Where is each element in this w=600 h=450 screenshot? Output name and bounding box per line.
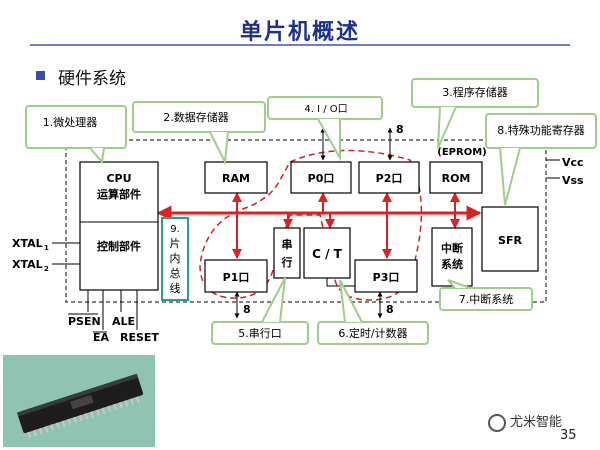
p3-bus-width: 8 — [386, 303, 394, 316]
xtal2-pin: XTAL — [12, 258, 43, 271]
callout-sfr: 8.特殊功能寄存器 — [485, 113, 597, 206]
xtal2-sub: 2 — [44, 265, 49, 273]
callout-8-text: 8.特殊功能寄存器 — [497, 123, 585, 137]
callout-7-text: 7.中断系统 — [459, 292, 514, 306]
cpu-block — [79, 161, 159, 291]
bus-char-1: 片 — [170, 237, 181, 250]
p0-label: P0口 — [308, 172, 335, 185]
interrupt-block — [431, 227, 473, 287]
p2-label: P2口 — [376, 172, 403, 185]
rom-block — [429, 161, 483, 194]
callout-5-text: 5.串行口 — [238, 327, 282, 340]
page-number: 35 — [560, 428, 577, 443]
callout-io: 4. I / O口 — [267, 96, 383, 162]
callout-1-text: 1.微处理器 — [43, 115, 98, 129]
bus-char-3: 总 — [170, 266, 181, 280]
p1-bus-width: 8 — [243, 303, 251, 316]
p2-block — [358, 161, 420, 194]
callout-rom: 3.程序存储器 — [411, 78, 539, 149]
callout-interrupt: 7.中断系统 — [439, 279, 533, 311]
p1-block — [204, 259, 268, 293]
bus-char-4: 线 — [170, 281, 181, 295]
timer-block — [303, 227, 351, 279]
cpu-label: CPU — [106, 172, 131, 185]
callout-9-number: 9. — [170, 224, 180, 235]
xtal1-sub: 1 — [44, 244, 49, 252]
serial-block — [273, 227, 301, 279]
rom-label: ROM — [442, 172, 471, 185]
section-heading: 硬件系统 — [58, 69, 126, 89]
callout-3-text: 3.程序存储器 — [442, 85, 508, 99]
bus-char-2: 内 — [170, 251, 181, 265]
callout-serial: 5.串行口 — [211, 277, 309, 345]
p3-label: P3口 — [373, 271, 400, 284]
callout-cpu: 1.微处理器 — [25, 105, 127, 165]
xtal1-pin: XTAL — [12, 237, 43, 250]
brand-logo: 尤米智能 — [488, 411, 562, 432]
vcc-pin: Vcc — [562, 156, 584, 169]
serial-label-2: 行 — [281, 255, 293, 269]
callout-ram: 2.数据存储器 — [132, 101, 266, 166]
timer-label: C / T — [312, 247, 343, 261]
ram-label: RAM — [222, 172, 250, 185]
p2-bus-width: 8 — [396, 123, 404, 136]
reset-pin: RESET — [120, 331, 159, 344]
wechat-icon — [488, 413, 506, 432]
callout-2-text: 2.数据存储器 — [163, 110, 229, 124]
ea-pin: EA — [93, 331, 110, 344]
alu-label: 运算部件 — [97, 187, 141, 201]
chip-photo — [3, 355, 155, 447]
psen-pin: PSEN — [68, 315, 101, 328]
io-dashed-region — [199, 149, 423, 301]
slide-title: 单片机概述 — [239, 19, 360, 45]
control-unit-label: 控制部件 — [97, 239, 141, 253]
p3-block — [354, 259, 418, 293]
vss-pin: Vss — [562, 174, 584, 187]
title-underline — [30, 44, 570, 46]
interrupt-label-2: 系统 — [441, 257, 463, 271]
chip-boundary — [65, 139, 547, 303]
p0-block — [290, 161, 352, 194]
serial-label-1: 串 — [282, 237, 293, 251]
callout-6-text: 6.定时/计数器 — [338, 326, 407, 340]
brand-name: 尤米智能 — [510, 415, 563, 430]
sfr-label: SFR — [498, 234, 522, 247]
callout-4-text: 4. I / O口 — [304, 104, 347, 115]
interrupt-label-1: 中断 — [441, 241, 463, 255]
ram-block — [204, 161, 268, 194]
ale-pin: ALE — [112, 315, 135, 328]
bullet-icon — [36, 71, 45, 80]
sfr-block — [481, 206, 539, 272]
p1-label: P1口 — [223, 271, 250, 284]
callout-timer: 6.定时/计数器 — [317, 279, 429, 345]
eprom-label: (EPROM) — [437, 147, 486, 158]
internal-bus-callout — [161, 217, 189, 301]
